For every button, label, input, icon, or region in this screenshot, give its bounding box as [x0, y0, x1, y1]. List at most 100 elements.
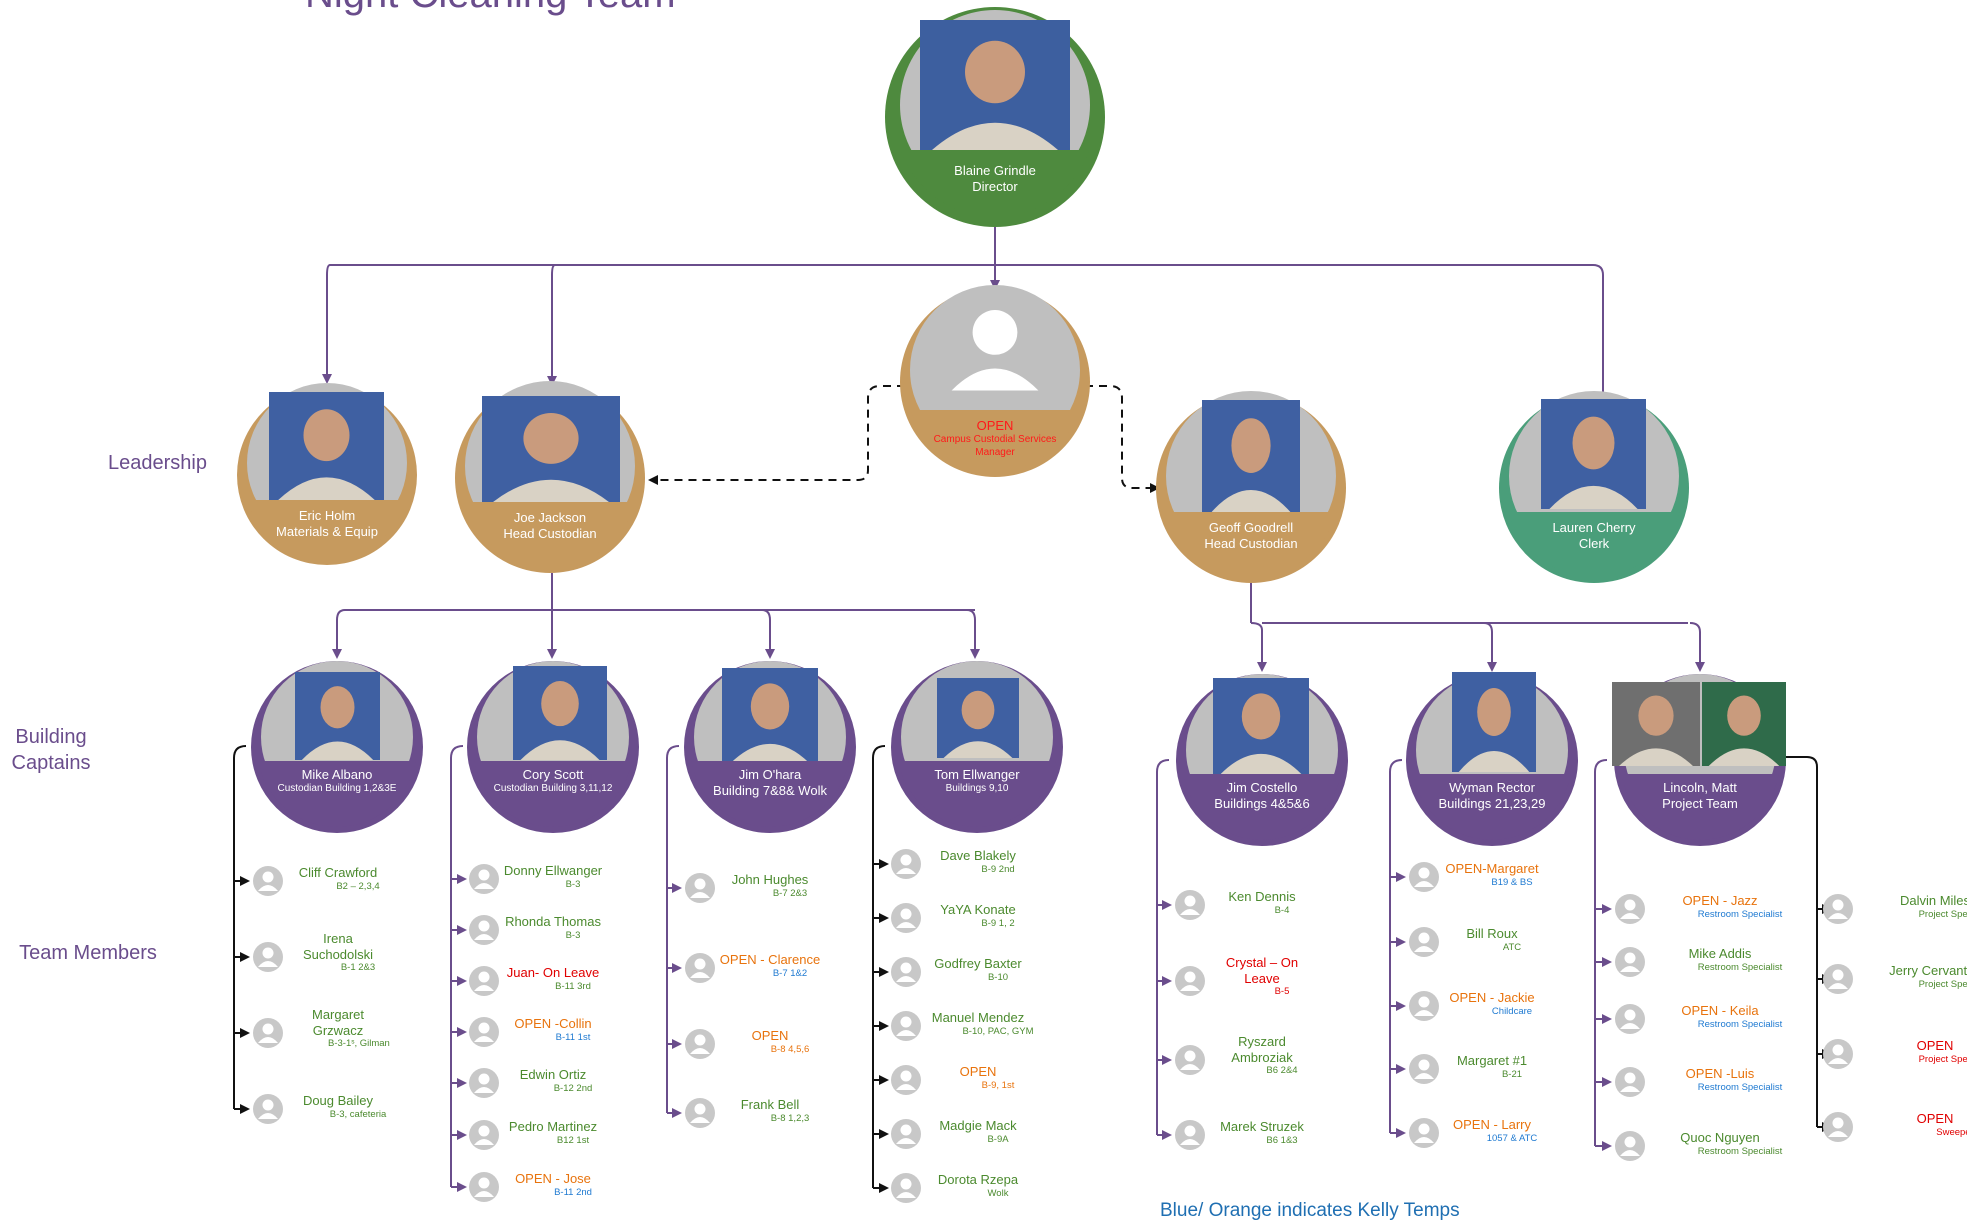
member-location: Restroom Specialist	[1697, 1081, 1783, 1093]
leader-name-joe: Joe Jackson	[513, 510, 587, 525]
member-name: OPEN - Jazz	[1682, 893, 1758, 908]
leader-photo-geoff	[1202, 400, 1300, 514]
member-avatar-body-icon	[1828, 913, 1848, 919]
member-avatar-body-icon	[896, 1192, 916, 1198]
leader-role-lauren: Clerk	[1578, 536, 1610, 552]
member-avatar-head-icon	[1418, 867, 1430, 879]
member-avatar-head-icon	[1624, 1072, 1636, 1084]
captain-photo-lincoln	[1612, 682, 1700, 766]
member-name: Rhonda Thomas	[505, 914, 601, 929]
member-name: Margaret Grzwacz	[311, 1007, 365, 1038]
captain-photo-jim_o	[722, 668, 818, 764]
member-location: B-3	[565, 878, 581, 890]
member-avatar-head-icon	[900, 908, 912, 920]
arrow-to-wyman	[1483, 622, 1497, 672]
member-avatar-body-icon	[1180, 1139, 1200, 1145]
captain-role-cory: Custodian Building 3,11,12	[493, 783, 613, 795]
member-avatar-body-icon	[474, 1087, 494, 1093]
member-location: ATC	[1502, 941, 1522, 953]
member-location: B-12 2nd	[553, 1082, 593, 1094]
member-avatar-head-icon	[478, 920, 490, 932]
member-avatar-body-icon	[1414, 881, 1434, 887]
member-location: B-21	[1501, 1068, 1523, 1080]
member-avatar-body-icon	[1620, 913, 1640, 919]
arrow-to-lincoln	[1689, 622, 1705, 672]
member-location: B-10, PAC, GYM	[962, 1025, 1034, 1037]
member-avatar-head-icon	[1624, 1009, 1636, 1021]
arrow-to-eric	[322, 264, 332, 384]
member-location: B-7 1&2	[772, 967, 808, 979]
leader-name-lauren: Lauren Cherry	[1552, 520, 1636, 535]
member-name: Doug Bailey	[302, 1093, 374, 1108]
member-avatar-head-icon	[478, 1177, 490, 1189]
arrow-to-tom	[966, 609, 980, 659]
member-avatar-body-icon	[258, 885, 278, 891]
captain-photo-mike	[295, 672, 380, 760]
member-avatar-body-icon	[258, 961, 278, 967]
member-avatar-body-icon	[1414, 1073, 1434, 1079]
arrow-to-jim-c	[1250, 622, 1267, 672]
member-name: Crystal – On Leave	[1225, 955, 1299, 986]
captain-name-tom: Tom Ellwanger	[934, 767, 1020, 782]
member-avatar-body-icon	[474, 883, 494, 889]
member-name: Edwin Ortiz	[519, 1067, 587, 1082]
member-name: OPEN-Margaret	[1445, 861, 1539, 876]
member-avatar-head-icon	[1184, 971, 1196, 983]
member-name: Juan- On Leave	[506, 965, 600, 980]
member-name: OPEN - Keila	[1681, 1003, 1759, 1018]
member-location: B19 & BS	[1491, 876, 1533, 888]
member-location: B-11 1st	[555, 1031, 591, 1043]
member-location: B-3	[565, 929, 581, 941]
captain-role-tom: Buildings 9,10	[945, 783, 1009, 795]
member-avatar-body-icon	[1620, 1023, 1640, 1029]
member-avatar-head-icon	[900, 854, 912, 866]
member-name: Dorota Rzepa	[937, 1172, 1019, 1187]
director-name: Blaine Grindle	[954, 163, 1036, 178]
member-avatar-body-icon	[1414, 1010, 1434, 1016]
leader-photo-eric	[269, 392, 384, 500]
member-name: Dave Blakely	[940, 848, 1016, 863]
member-avatar-body-icon	[1620, 1150, 1640, 1156]
member-avatar-head-icon	[694, 878, 706, 890]
member-name: Bill Roux	[1466, 926, 1518, 941]
member-location: Wolk	[987, 1187, 1009, 1199]
member-lincoln_b-1: Jerry CervantesProject Specialist	[1860, 963, 1967, 990]
dashed-to-geoff	[1085, 385, 1160, 493]
member-name: Dalvin Miles	[1899, 893, 1967, 908]
member-avatar-body-icon	[690, 892, 710, 898]
member-avatar-head-icon	[262, 1023, 274, 1035]
member-avatar-head-icon	[1624, 952, 1636, 964]
member-location: B-1 2&3	[340, 962, 376, 974]
member-location: Childcare	[1491, 1005, 1533, 1017]
arrow-to-joe	[547, 264, 557, 386]
side-label-leadership: Leadership	[108, 452, 207, 474]
member-name: OPEN - Jackie	[1449, 990, 1535, 1005]
member-avatar-head-icon	[900, 1178, 912, 1190]
member-avatar-body-icon	[896, 1138, 916, 1144]
member-avatar-head-icon	[1184, 1050, 1196, 1062]
member-avatar-body-icon	[1620, 1086, 1640, 1092]
member-location: B-4	[1274, 904, 1290, 916]
member-name: Godfrey Baxter	[934, 956, 1022, 971]
director-role: Director	[972, 179, 1018, 195]
member-name: Mike Addis	[1688, 946, 1752, 961]
member-avatar-body-icon	[474, 934, 494, 940]
member-name: YaYA Konate	[940, 902, 1016, 917]
member-location: B-10	[987, 971, 1009, 983]
